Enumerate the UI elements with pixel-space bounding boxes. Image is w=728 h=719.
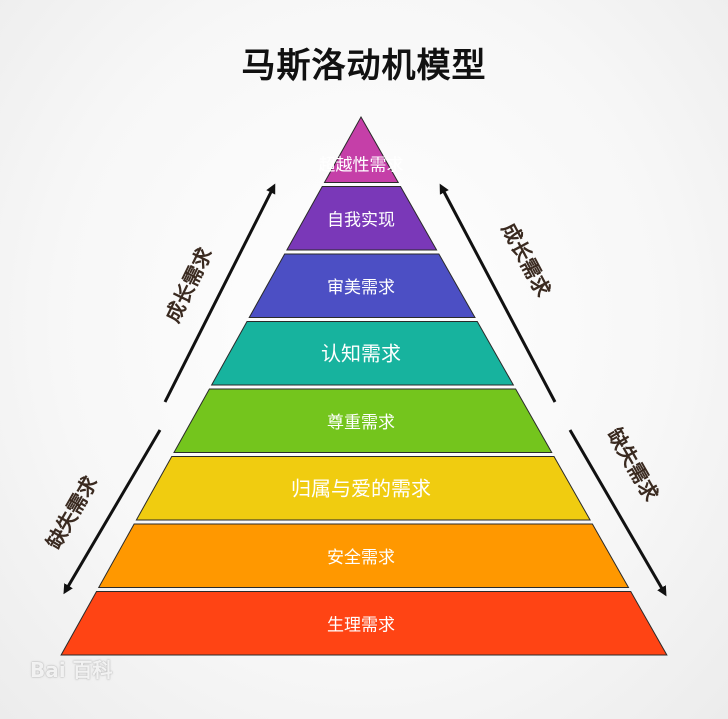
pyramid-band-8	[60, 591, 668, 656]
pyramid-band-label-6: 归属与爱的需求	[291, 476, 431, 500]
growth-arrow-right	[439, 183, 557, 403]
pyramid-band-7	[97, 523, 630, 588]
pyramid-band-label-8: 生理需求	[327, 615, 395, 635]
pyramid-band-label-4: 认知需求	[321, 341, 401, 365]
growth-label-right: 成长需求	[497, 219, 556, 302]
pyramid-band-3	[248, 253, 476, 318]
deficit-label-right: 缺失需求	[603, 424, 664, 506]
pyramid-band-4	[210, 321, 515, 386]
page-title: 马斯洛动机模型	[241, 46, 487, 86]
baidu-watermark: Bai 百科	[30, 658, 113, 682]
pyramid-band-label-5: 尊重需求	[327, 413, 395, 433]
pyramid-band-label-1: 超越性需求	[319, 156, 404, 176]
deficit-arrow-right	[568, 429, 667, 597]
growth-arrow-left	[163, 183, 276, 403]
pyramid-band-label-7: 安全需求	[327, 548, 395, 568]
deficit-arrow-left	[63, 429, 162, 595]
pyramid-band-2	[286, 186, 438, 251]
pyramid-band-5	[173, 388, 553, 453]
pyramid-band-label-3: 审美需求	[327, 278, 395, 298]
pyramid-band-label-2: 自我实现	[327, 210, 395, 230]
pyramid-band-6	[135, 456, 591, 521]
pyramid-band-1	[323, 115, 400, 183]
